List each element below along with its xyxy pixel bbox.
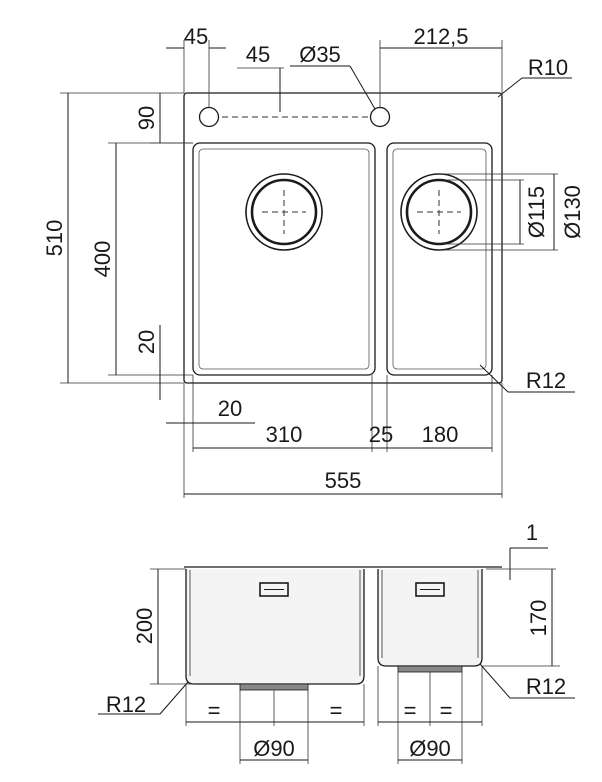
equal-mark-large-right: = <box>330 698 343 723</box>
equal-mark-small-right: = <box>440 698 453 723</box>
dim-lip-height: 1 <box>526 520 538 545</box>
dim-hole-offset-right: 212,5 <box>413 24 468 49</box>
dim-bowl-corner-radius: R12 <box>526 368 566 393</box>
dim-drain-outer-diameter: Ø130 <box>560 185 585 239</box>
large-drain <box>245 173 323 251</box>
small-drain-section <box>397 665 463 673</box>
equal-mark-small-left: = <box>404 698 417 723</box>
tap-hole-left <box>198 106 220 128</box>
dim-hole-row-height: 90 <box>134 106 159 130</box>
dim-small-drain-diameter: Ø90 <box>409 736 451 761</box>
top-view: 45 45 Ø35 212,5 R10 510 90 400 20 <box>42 24 585 498</box>
dim-right-radius: R12 <box>526 674 566 699</box>
dim-overall-width: 555 <box>325 468 362 493</box>
dim-bottom-margin: 20 <box>134 330 159 354</box>
small-overflow <box>415 582 445 597</box>
tap-hole-right <box>369 106 391 128</box>
equal-mark-large-left: = <box>208 698 221 723</box>
dim-divider-width: 25 <box>369 422 393 447</box>
small-drain <box>400 173 478 251</box>
dim-small-bowl-width: 180 <box>422 422 459 447</box>
large-overflow <box>259 582 289 597</box>
dim-small-bowl-depth: 170 <box>526 600 551 637</box>
dim-large-bowl-width: 310 <box>266 422 303 447</box>
section-view: 1 200 170 R12 R12 = = = = Ø <box>98 520 575 764</box>
dim-left-radius: R12 <box>106 692 146 717</box>
dim-bowl-height: 400 <box>90 241 115 278</box>
dim-hole-diameter: Ø35 <box>299 42 341 67</box>
large-bowl-outer <box>192 142 376 376</box>
dim-large-drain-diameter: Ø90 <box>253 736 295 761</box>
dim-large-bowl-depth: 200 <box>132 608 157 645</box>
dim-overall-height: 510 <box>42 220 67 257</box>
large-drain-section <box>239 683 309 691</box>
small-bowl-inner <box>392 148 487 370</box>
dim-hole-offset-left: 45 <box>184 24 208 49</box>
dim-plate-corner-radius: R10 <box>528 55 568 80</box>
dim-drain-inner-diameter: Ø115 <box>524 186 549 238</box>
dim-left-margin: 20 <box>218 396 242 421</box>
dim-hole-spacing: 45 <box>246 42 270 67</box>
large-bowl-section <box>185 569 365 685</box>
large-bowl-inner <box>198 148 370 370</box>
